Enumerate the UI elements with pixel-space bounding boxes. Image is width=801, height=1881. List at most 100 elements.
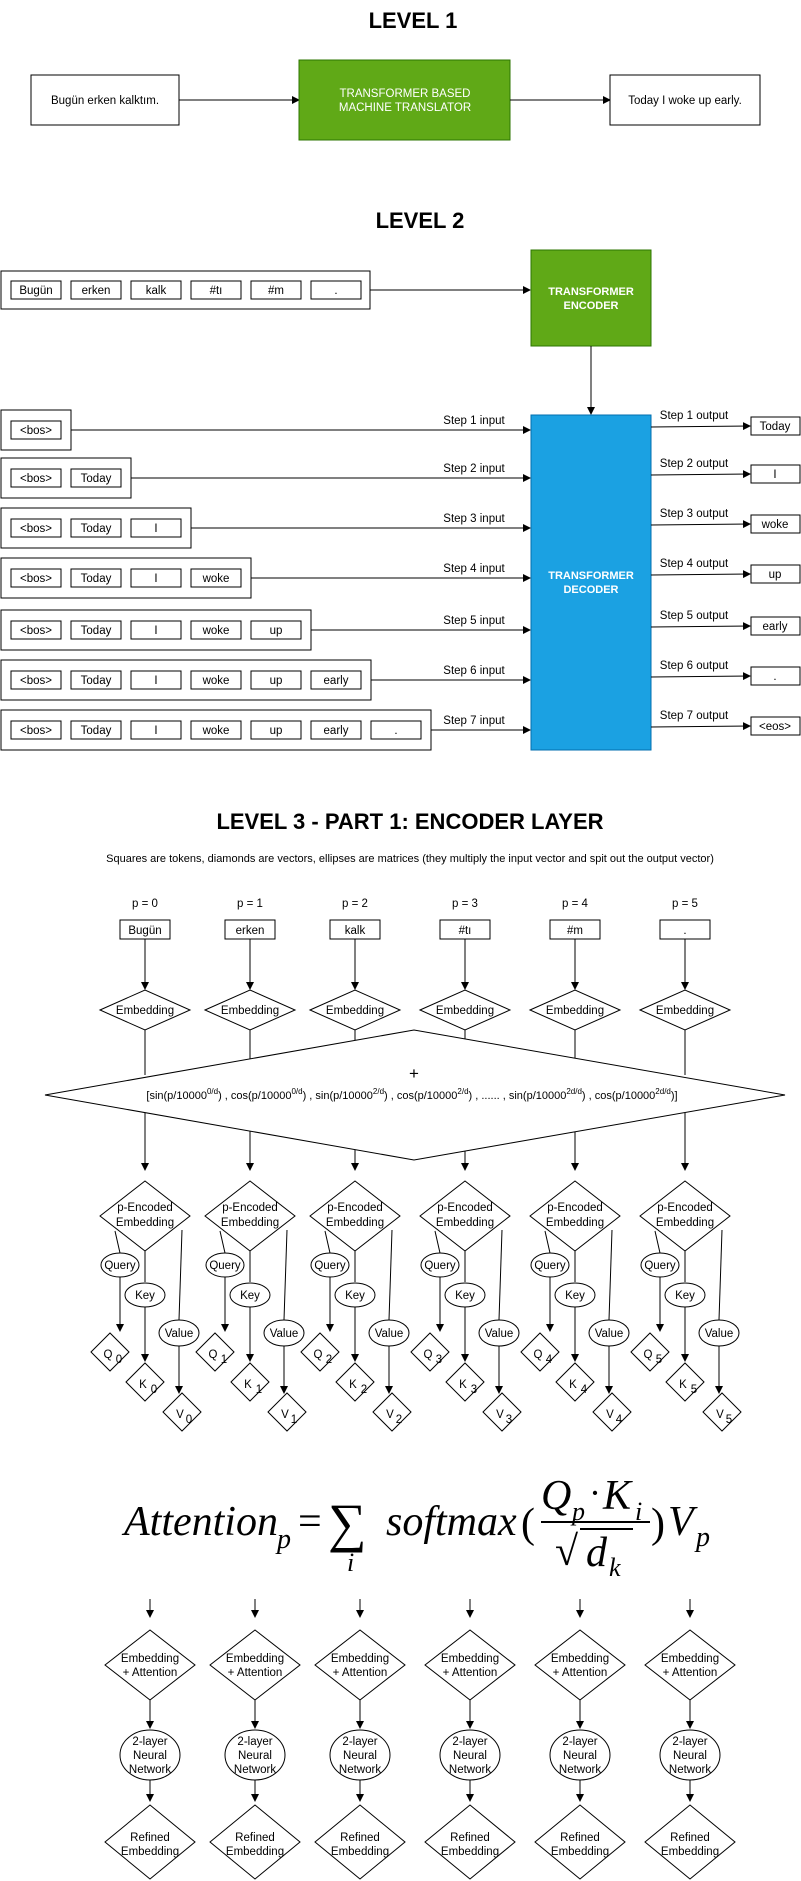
key-label: Key (455, 1290, 475, 1302)
level1-input-box (30, 74, 180, 126)
encoder-columns-group: p = 0BugünEmbeddingp-EncodedEmbeddingQue… (90, 898, 742, 1432)
attention-formula-d-sub: k (609, 1553, 621, 1582)
q-vector-subscript: 1 (221, 1354, 227, 1366)
nn-label-line2: Neural (673, 1750, 707, 1762)
decoder-input-token-box (10, 518, 62, 538)
v-vector-subscript: 0 (186, 1414, 192, 1426)
level3-heading: LEVEL 3 - PART 1: ENCODER LAYER (216, 809, 603, 834)
level1-input-text: Bugün erken kalktım. (51, 95, 159, 107)
decoder-output-box (750, 716, 801, 736)
positional-encoding-plus: + (409, 1064, 419, 1083)
nn-label-line3: Network (234, 1764, 276, 1776)
p-encoded-diamond (309, 1180, 401, 1252)
emb-attention-label-line1: Embedding (661, 1653, 719, 1665)
attention-formula-K-sub: i (635, 1497, 642, 1526)
emb-attention-label-line2: + Attention (228, 1667, 283, 1679)
encoded-to-value-line (718, 1229, 723, 1321)
v-vector-diamond (592, 1392, 632, 1432)
p-encoded-label-line2: Embedding (656, 1217, 714, 1229)
encoder-line2: ENCODER (563, 300, 618, 312)
v-vector-diamond (702, 1392, 742, 1432)
v-vector-label: V (386, 1409, 394, 1421)
decoder-input-token-label: up (270, 625, 283, 637)
key-label: Key (675, 1290, 695, 1302)
refined-embedding-diamond (424, 1804, 516, 1880)
k-vector-diamond (125, 1362, 165, 1402)
attention-formula-Q: Q (541, 1473, 571, 1519)
decoder-input-token-label: Today (81, 523, 112, 535)
attention-formula-equals: = (298, 1499, 322, 1545)
decoder-input-token-box (310, 670, 362, 690)
q-vector-diamond (630, 1332, 670, 1372)
decoder-box (530, 414, 652, 751)
nn-label-line2: Neural (343, 1750, 377, 1762)
p-encoded-label-line1: p-Encoded (657, 1202, 713, 1214)
nn-label-line3: Network (559, 1764, 601, 1776)
encoded-to-value-line (388, 1229, 393, 1321)
decoder-input-token-label: Today (81, 675, 112, 687)
attention-formula-rparen: ) (651, 1501, 665, 1547)
k-vector-subscript: 5 (691, 1384, 697, 1396)
decoder-input-token-box (130, 620, 182, 640)
decoder-input-token-box (250, 620, 302, 640)
decoder-input-token-box (250, 720, 302, 740)
p-encoded-label-line1: p-Encoded (547, 1202, 603, 1214)
source-token-label: erken (82, 285, 111, 297)
position-label: p = 5 (672, 898, 698, 910)
decoder-input-token-label: woke (202, 675, 230, 687)
decoder-output-box (750, 666, 801, 686)
embedding-label: Embedding (326, 1005, 384, 1017)
decoder-step-input-label: Step 2 input (443, 463, 505, 475)
decoder-input-token-box (190, 620, 242, 640)
q-vector-diamond (195, 1332, 235, 1372)
decoder-input-token-box (130, 518, 182, 538)
p-encoded-label-line1: p-Encoded (327, 1202, 383, 1214)
decoder-input-token-label: I (154, 725, 157, 737)
v-vector-diamond (482, 1392, 522, 1432)
refined-label-line2: Embedding (121, 1846, 179, 1858)
refined-label-line2: Embedding (441, 1846, 499, 1858)
k-vector-diamond (665, 1362, 705, 1402)
decoder-input-token-label: woke (202, 625, 230, 637)
refined-embedding-diamond (644, 1804, 736, 1880)
source-token-box (190, 280, 242, 300)
refined-label-line1: Refined (235, 1832, 275, 1844)
emb-attention-label-line2: + Attention (553, 1667, 608, 1679)
attention-formula-sum: ∑ (328, 1493, 367, 1553)
decoder-step-output-arrow (650, 622, 751, 631)
decoder-input-token-box (190, 568, 242, 588)
attention-formula-sqrt: √ (555, 1529, 579, 1575)
emb-attention-diamond (314, 1629, 406, 1701)
level2-heading: LEVEL 2 (376, 208, 465, 233)
decoder-output-box (750, 464, 801, 484)
decoder-input-token-label: woke (202, 573, 230, 585)
encoder-token-label: erken (236, 925, 265, 937)
refined-embedding-diamond (534, 1804, 626, 1880)
source-token-box (310, 280, 362, 300)
decoder-input-token-label: woke (202, 725, 230, 737)
v-vector-subscript: 4 (616, 1414, 623, 1426)
k-vector-subscript: 3 (471, 1384, 477, 1396)
source-token-label: Bugün (19, 285, 52, 297)
attention-formula-name: Attention (121, 1499, 278, 1545)
key-label: Key (240, 1290, 260, 1302)
source-tokens-container (0, 270, 371, 310)
query-label: Query (104, 1260, 136, 1272)
p-encoded-label-line1: p-Encoded (222, 1202, 278, 1214)
decoder-output-label: woke (761, 519, 789, 531)
emb-attention-label-line2: + Attention (663, 1667, 718, 1679)
source-token-label: #m (268, 285, 284, 297)
decoder-input-token-label: <bos> (20, 725, 52, 737)
decoder-step-output-label: Step 7 output (660, 710, 729, 722)
k-vector-subscript: 2 (361, 1384, 367, 1396)
value-label: Value (705, 1328, 734, 1340)
decoder-step-output-label: Step 4 output (660, 558, 729, 570)
value-label: Value (165, 1328, 194, 1340)
decoder-step-input-label: Step 4 input (443, 563, 505, 575)
q-vector-label: Q (534, 1349, 543, 1361)
q-vector-label: Q (209, 1349, 218, 1361)
emb-attention-label-line1: Embedding (551, 1653, 609, 1665)
v-vector-diamond (267, 1392, 307, 1432)
